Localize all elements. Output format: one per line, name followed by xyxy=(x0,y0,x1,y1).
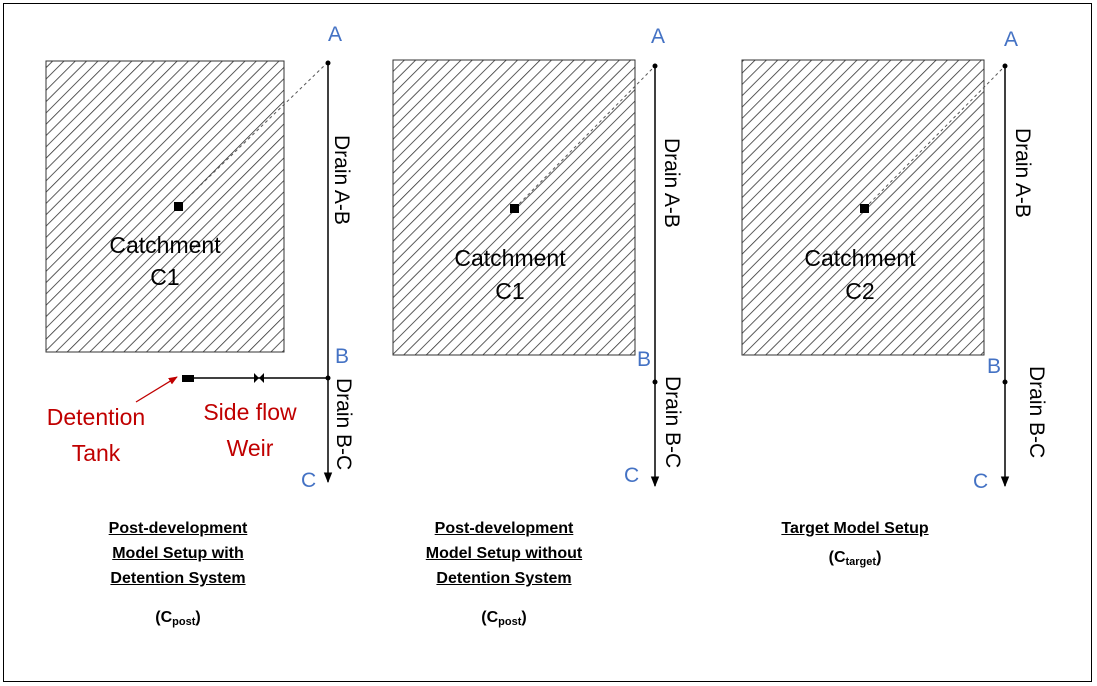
symbol-close: ) xyxy=(195,609,201,626)
catchment-label-line2: C1 xyxy=(150,264,179,290)
weir-label-line1: Side flow xyxy=(203,399,297,425)
caption-panel-3: Target Model Setup (Ctarget) xyxy=(725,516,985,575)
detention-tank-label-line1: Detention xyxy=(47,404,145,430)
caption-symbol: (Cpost) xyxy=(374,605,634,635)
caption-line: Model Setup without xyxy=(425,545,583,562)
caption-line: Post-development xyxy=(108,520,248,537)
caption-panel-2: Post-development Model Setup without Det… xyxy=(374,516,634,635)
symbol-close: ) xyxy=(521,609,527,626)
drain-bc-label: Drain B-C xyxy=(1025,366,1048,458)
caption-line: Detention System xyxy=(436,570,572,587)
weir-label-line2: Weir xyxy=(227,435,274,461)
catchment-label-line1: Catchment xyxy=(804,245,916,271)
panel-3: Catchment C2 A Drain A-B B Drain B-C C xyxy=(741,28,1048,493)
node-b-label: B xyxy=(637,348,651,371)
symbol-main: (C xyxy=(481,609,499,626)
caption-line: Detention System xyxy=(110,570,246,587)
catchment-node xyxy=(860,204,869,213)
catchment-label-line2: C1 xyxy=(495,278,524,304)
caption-symbol: (Cpost) xyxy=(48,605,308,635)
symbol-main: (C xyxy=(155,609,173,626)
catchment-node xyxy=(510,204,519,213)
drain-ab-label: Drain A-B xyxy=(330,135,353,225)
catchment-label-line1: Catchment xyxy=(109,232,221,258)
node-c-label: C xyxy=(973,470,988,493)
panel-1: Catchment C1 A Drain A-B B Drain B-C C D… xyxy=(45,23,355,492)
figure-frame xyxy=(3,3,1092,682)
catchment-link xyxy=(178,62,328,207)
catchment-area xyxy=(45,60,285,353)
symbol-close: ) xyxy=(876,549,882,566)
caption-panel-1: Post-development Model Setup with Detent… xyxy=(48,516,308,635)
drain-bc-label: Drain B-C xyxy=(661,376,684,468)
node-c-label: C xyxy=(624,464,639,487)
node-a-label: A xyxy=(1004,28,1018,51)
symbol-subscript: post xyxy=(172,616,196,628)
detention-tank-label-line2: Tank xyxy=(72,440,121,466)
drain-bc-label: Drain B-C xyxy=(332,378,355,470)
symbol-subscript: post xyxy=(498,616,522,628)
panel-2: Catchment C1 A Drain A-B B Drain B-C C xyxy=(392,25,684,488)
node-a-label: A xyxy=(328,23,342,46)
caption-line: Post-development xyxy=(434,520,574,537)
catchment-node xyxy=(174,202,183,211)
symbol-main: (C xyxy=(828,549,846,566)
caption-symbol: (Ctarget) xyxy=(725,545,985,575)
catchment-label-line2: C2 xyxy=(845,278,874,304)
node-c-label: C xyxy=(301,469,316,492)
drain-ab-label: Drain A-B xyxy=(660,138,683,228)
node-a-label: A xyxy=(651,25,665,48)
node-b-label: B xyxy=(335,345,349,368)
caption-line: Target Model Setup xyxy=(781,520,929,537)
symbol-subscript: target xyxy=(845,556,877,568)
weir-icon xyxy=(254,373,264,383)
detention-tank-icon xyxy=(182,375,194,382)
node-b-label: B xyxy=(987,355,1001,378)
drain-ab-label: Drain A-B xyxy=(1011,128,1034,218)
caption-line: Model Setup with xyxy=(112,545,244,562)
detention-arrow xyxy=(135,376,178,403)
catchment-label-line1: Catchment xyxy=(454,245,566,271)
